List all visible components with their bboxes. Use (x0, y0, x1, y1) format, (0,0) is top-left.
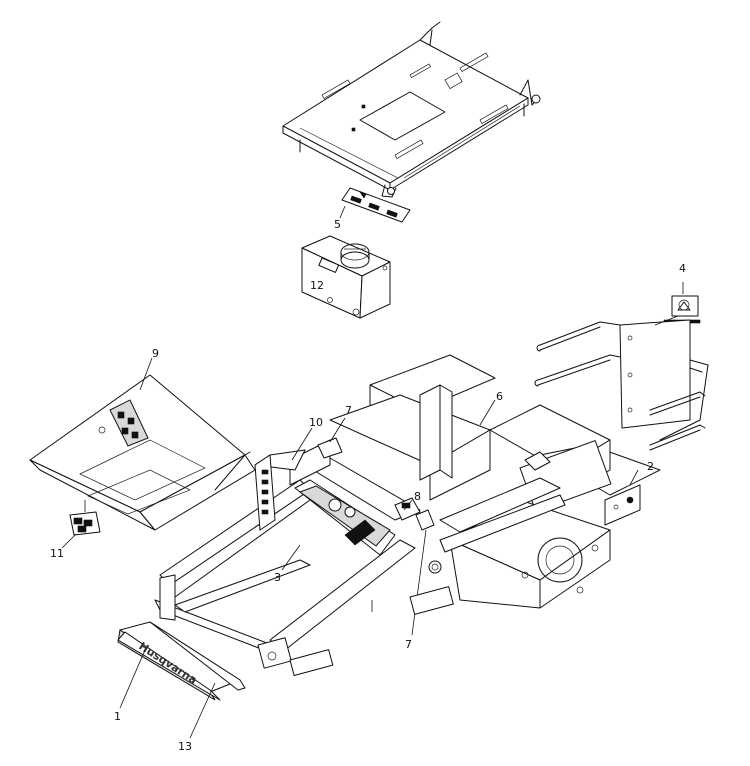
lever-teeth (261, 469, 269, 515)
callout-6: 6 (496, 390, 503, 403)
callout-7-upper: 7 (345, 404, 352, 417)
callout-12: 12 (310, 279, 324, 292)
callout-10: 10 (309, 416, 323, 429)
callout-5: 5 (334, 218, 341, 231)
callout-11: 11 (50, 547, 64, 560)
fuel-tank-12 (301, 235, 391, 319)
rear-bracket-assembly (534, 315, 709, 451)
main-frame (154, 354, 661, 676)
decal-11 (61, 500, 101, 549)
callout-8: 8 (414, 490, 421, 503)
seat-pan-assembly (282, 21, 541, 198)
callout-1: 1 (114, 710, 121, 723)
decal-5 (339, 187, 411, 223)
callout-9: 9 (152, 347, 159, 360)
callout-labels: 1 2 3 4 5 6 7 7 8 9 10 11 12 13 (50, 218, 686, 753)
callout-4: 4 (679, 262, 686, 275)
floor-pan-9 (29, 357, 256, 531)
callout-13: 13 (178, 740, 192, 753)
decal-4 (663, 282, 701, 324)
callout-2: 2 (647, 460, 654, 473)
callout-7-lower: 7 (405, 638, 412, 651)
callout-3: 3 (274, 571, 281, 584)
front-bumper-1: Husqvarna (117, 621, 246, 739)
